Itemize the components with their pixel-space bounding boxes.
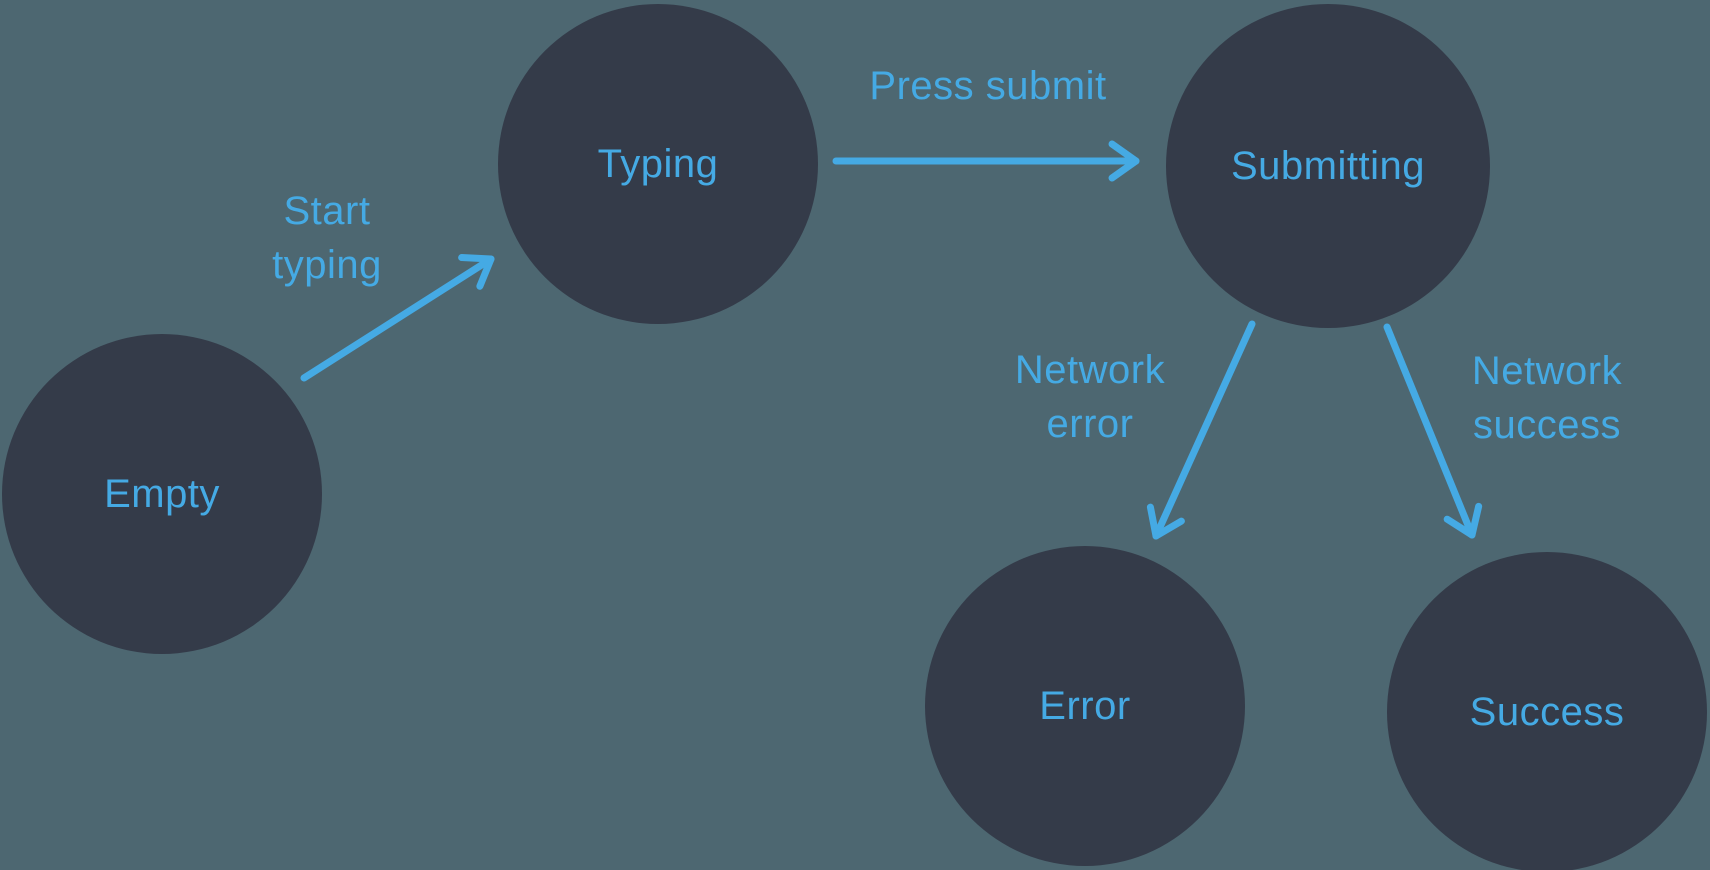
state-empty: Empty	[2, 334, 322, 654]
state-typing-label: Typing	[597, 141, 719, 186]
state-success: Success	[1387, 552, 1707, 870]
transition-label-start-typing: Start typing	[272, 189, 382, 287]
arrow-submitting-to-success	[1383, 323, 1483, 539]
state-typing: Typing	[498, 4, 818, 324]
state-empty-label: Empty	[104, 471, 220, 516]
state-error-label: Error	[1039, 683, 1131, 728]
arrow-submitting-to-error	[1146, 320, 1256, 540]
transition-label-network-success: Network success	[1471, 349, 1623, 447]
state-submitting-label: Submitting	[1231, 143, 1425, 188]
state-submitting: Submitting	[1166, 4, 1490, 328]
state-success-label: Success	[1469, 689, 1625, 734]
transition-label-press-submit: Press submit	[869, 64, 1107, 108]
state-error: Error	[925, 546, 1245, 866]
transition-label-network-error: Network error	[1014, 348, 1166, 446]
